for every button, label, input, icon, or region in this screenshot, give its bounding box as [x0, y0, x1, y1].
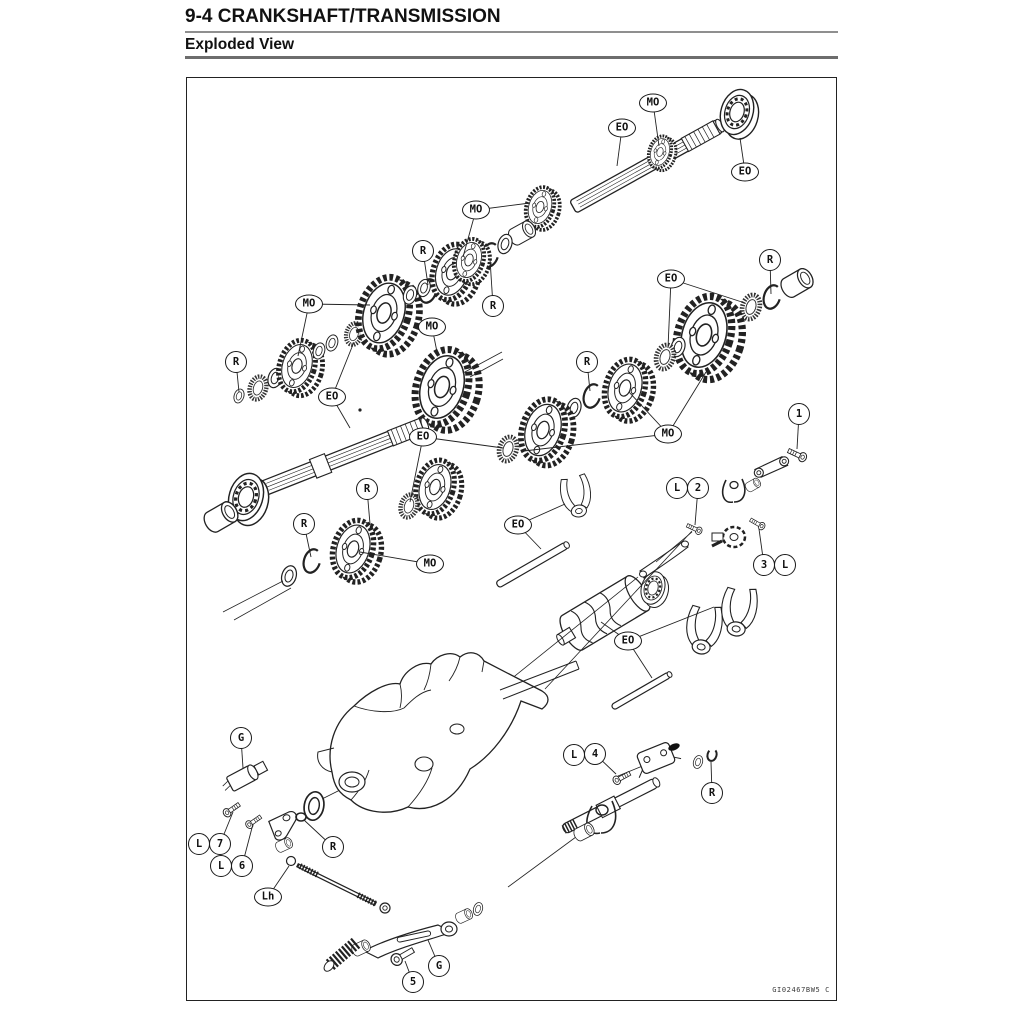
section-rule [185, 56, 838, 59]
gearshift-mechanism [561, 742, 718, 843]
engine-case [317, 652, 580, 813]
page-title: 9-4 CRANKSHAFT/TRANSMISSION [185, 6, 501, 27]
shift-rods [496, 541, 673, 710]
hairpin-spring [721, 478, 746, 504]
detent-o-ring [668, 743, 680, 751]
input-shaft [200, 408, 430, 536]
dowel-pin [711, 539, 723, 548]
detent-plunger [222, 760, 269, 792]
figure-code: GI02467BW5 C [772, 986, 830, 994]
section-title: Exploded View [185, 36, 295, 53]
shift-pedal [323, 900, 485, 972]
shift-rod-external [285, 855, 391, 914]
output-shaft [415, 83, 767, 309]
circlip [706, 748, 718, 762]
shift-arm [268, 811, 298, 854]
header-rule [185, 31, 838, 33]
o-ring [295, 812, 307, 822]
drum-lever-parts [685, 445, 809, 549]
cam-holder [711, 525, 747, 549]
return-spring [325, 937, 362, 970]
